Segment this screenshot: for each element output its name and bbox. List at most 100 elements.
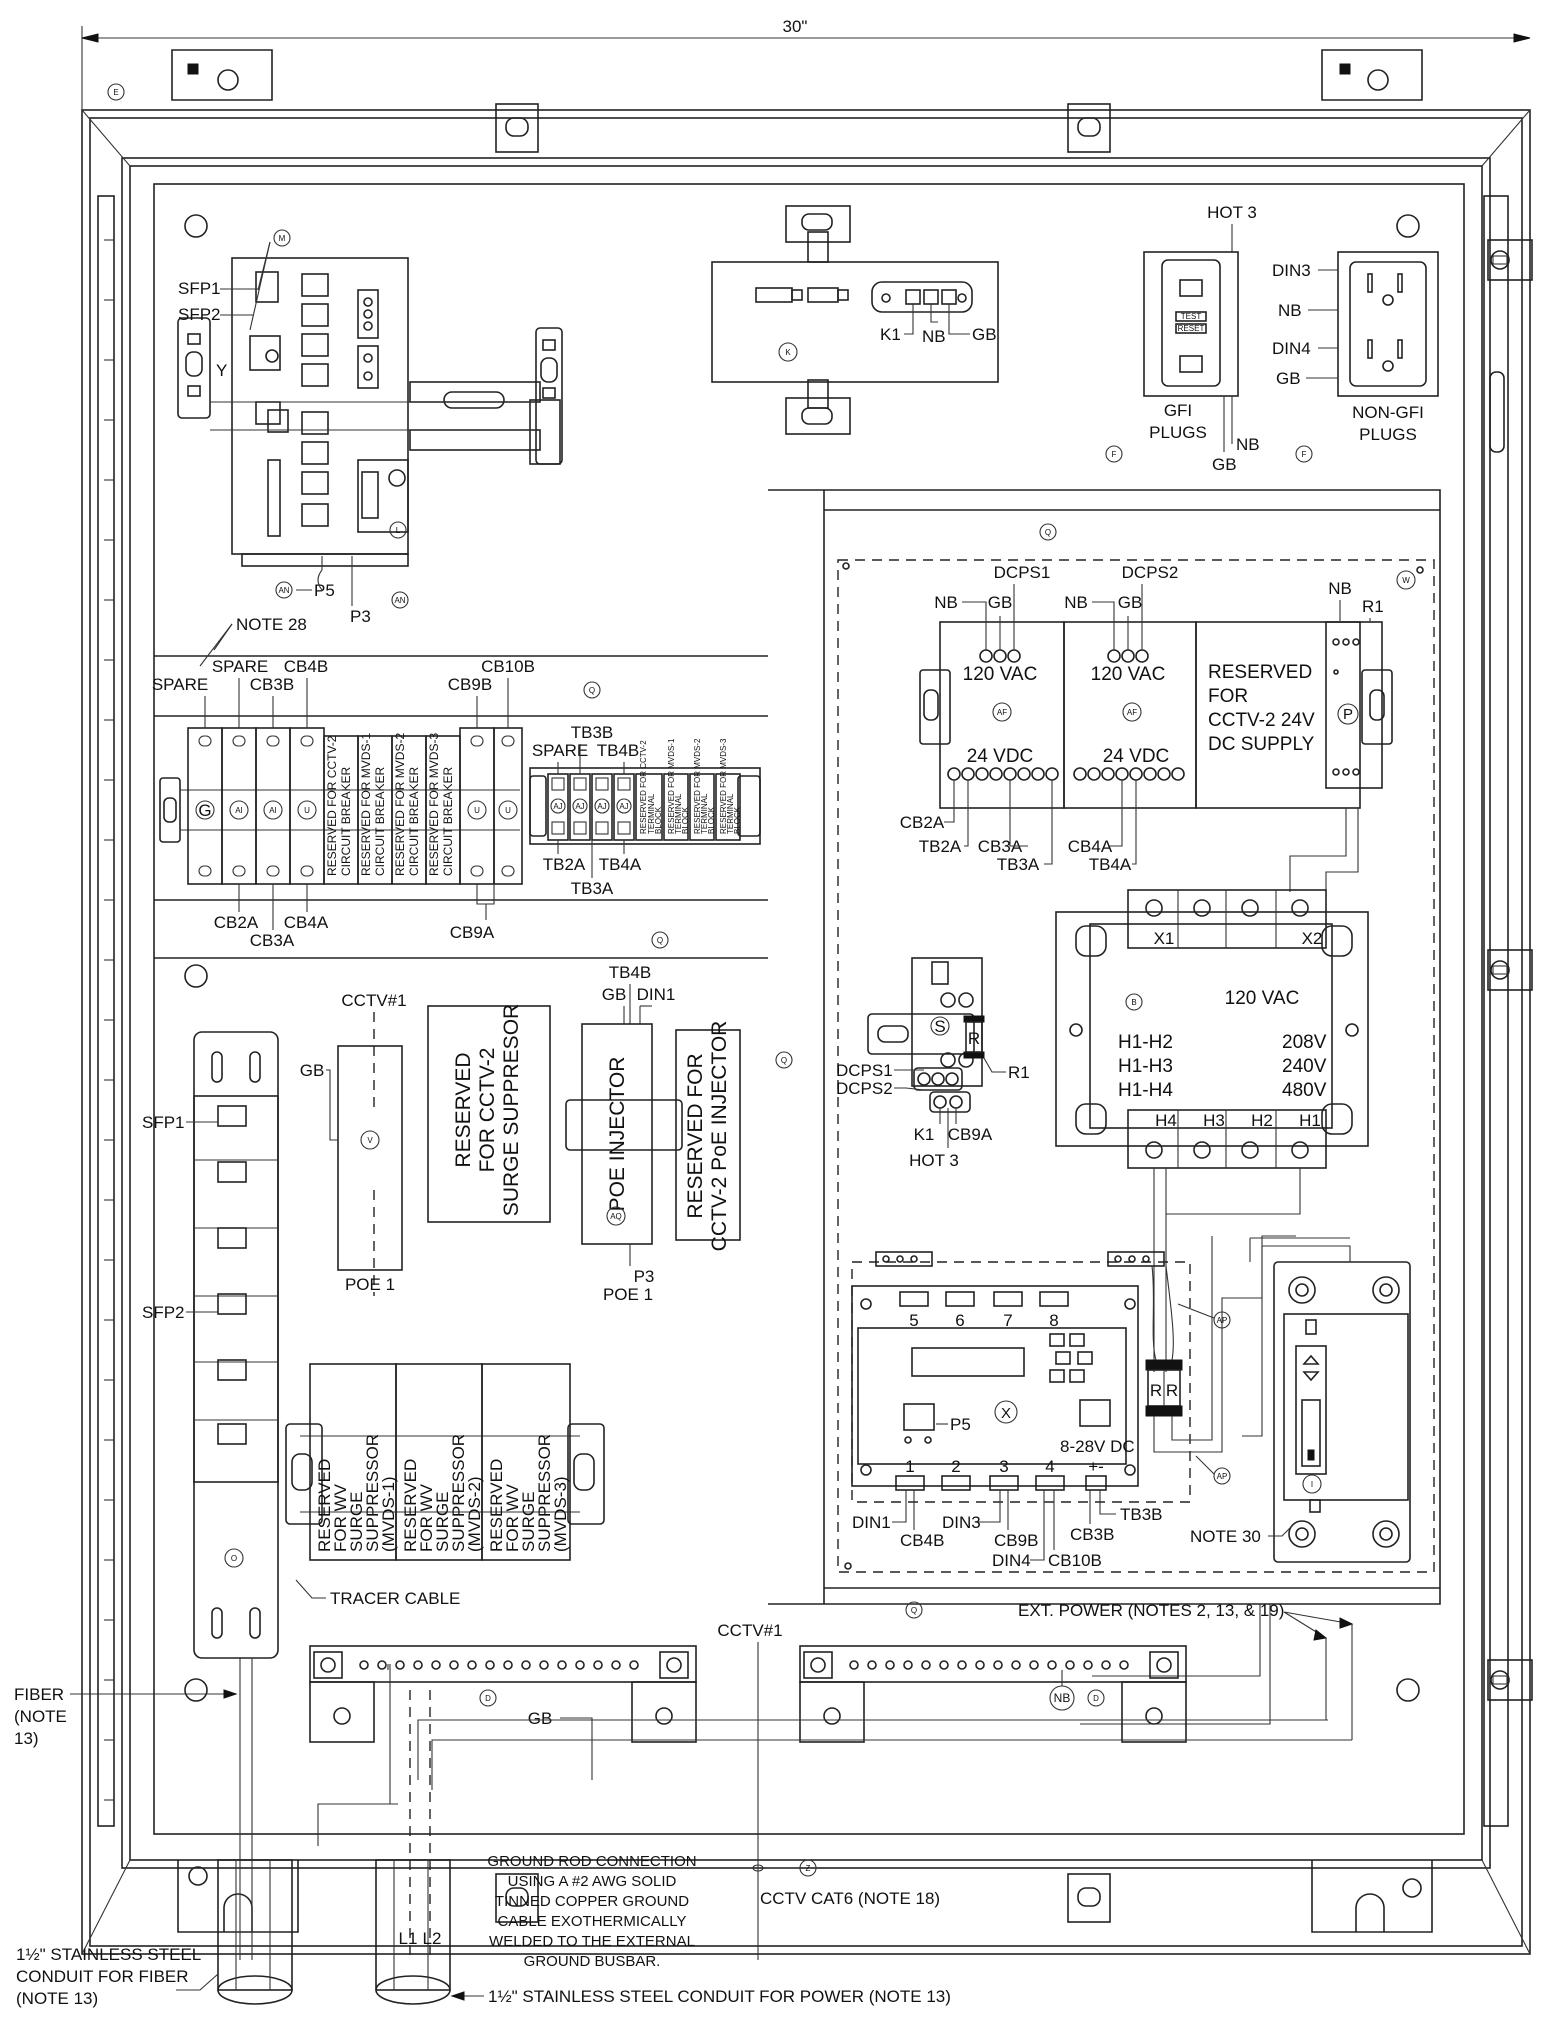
svg-text:CCTV CAT6 (NOTE 18): CCTV CAT6 (NOTE 18)	[760, 1889, 940, 1908]
svg-text:P5: P5	[950, 1415, 971, 1434]
svg-text:GB: GB	[300, 1061, 325, 1080]
svg-text:SFP2: SFP2	[142, 1303, 185, 1322]
svg-text:TB3B: TB3B	[571, 723, 614, 742]
nongfi-din4-label: DIN4	[1272, 339, 1311, 358]
svg-text:I: I	[1311, 1480, 1313, 1489]
conduit-notes: 1½" STAINLESS STEEL CONDUIT FOR FIBER (N…	[16, 1945, 951, 2008]
door-hinge	[97, 195, 115, 1827]
svg-text:AP: AP	[1217, 1472, 1228, 1481]
svg-text:P: P	[1343, 706, 1353, 723]
svg-text:TB3A: TB3A	[997, 855, 1040, 874]
svg-text:DCPS2: DCPS2	[836, 1079, 893, 1098]
svg-text:D: D	[1093, 1694, 1099, 1703]
relay-panel-k: K1 NB GB K	[711, 205, 999, 435]
terminal-block-row: AJ AJ AJ AJ RESERVED FOR CCTV-2 TERMINAL…	[529, 723, 761, 898]
dc-supplies: 120 VAC 120 VAC AF AF 24 VDC 24 VDC RESE…	[900, 563, 1393, 892]
svg-text:CCTV-2 24V: CCTV-2 24V	[1208, 710, 1315, 731]
svg-text:CIRCUIT BREAKER: CIRCUIT BREAKER	[441, 767, 455, 876]
svg-text:L2: L2	[423, 1929, 442, 1948]
svg-text:SPARE: SPARE	[532, 741, 588, 760]
svg-text:FOR: FOR	[1208, 686, 1248, 707]
svg-text:CABLE EXOTHERMICALLY: CABLE EXOTHERMICALLY	[498, 1913, 687, 1930]
svg-text:F: F	[1112, 450, 1117, 459]
svg-text:RESERVED FOR MVDS-1: RESERVED FOR MVDS-1	[667, 738, 676, 834]
backplate-holes	[184, 214, 1420, 1702]
svg-text:CB9A: CB9A	[948, 1125, 993, 1144]
svg-text:Q: Q	[911, 1606, 917, 1615]
svg-text:DIN4: DIN4	[992, 1551, 1031, 1570]
gfi-hot3-label: HOT 3	[1207, 203, 1257, 222]
svg-text:RESERVED FOR MVDS-1: RESERVED FOR MVDS-1	[359, 733, 373, 876]
svg-text:AJ: AJ	[553, 802, 562, 811]
fiber-note: FIBER (NOTE 13)	[14, 1685, 238, 1748]
svg-text:RESERVED: RESERVED	[487, 1459, 506, 1552]
svg-text:TINNED COPPER GROUND: TINNED COPPER GROUND	[495, 1893, 689, 1910]
width-dimension: 30"	[81, 17, 1531, 110]
svg-text:120 VAC: 120 VAC	[1091, 664, 1166, 685]
svg-text:CONDUIT FOR FIBER: CONDUIT FOR FIBER	[16, 1967, 189, 1986]
svg-text:CB9B: CB9B	[448, 675, 492, 694]
poe-injector: TB4B GB DIN1 POE INJECTOR AQ P3 POE 1 RE…	[565, 963, 741, 1304]
svg-text:SFP1: SFP1	[142, 1113, 185, 1132]
svg-text:3: 3	[999, 1457, 1008, 1476]
svg-text:208V: 208V	[1282, 1032, 1327, 1053]
svg-text:4: 4	[1045, 1457, 1054, 1476]
switch-p3-label: P3	[350, 607, 371, 626]
svg-text:DCPS2: DCPS2	[1122, 563, 1179, 582]
svg-text:B: B	[1131, 998, 1136, 1007]
svg-text:NB: NB	[1064, 593, 1088, 612]
svg-text:CB9B: CB9B	[994, 1531, 1038, 1550]
svg-text:SUPPRESSOR: SUPPRESSOR	[449, 1434, 468, 1552]
svg-text:FOR WV: FOR WV	[331, 1483, 350, 1552]
svg-text:(MVDS-1): (MVDS-1)	[379, 1476, 398, 1552]
fiber-patch-panel: SFP1 SFP2 O TRACER CABLE	[142, 1031, 460, 1659]
nongfi-din3-label: DIN3	[1272, 261, 1311, 280]
svg-text:S: S	[934, 1017, 945, 1036]
svg-text:USING A #2 AWG SOLID: USING A #2 AWG SOLID	[508, 1873, 677, 1890]
svg-text:Z: Z	[806, 1864, 811, 1873]
svg-text:AI: AI	[235, 806, 243, 815]
svg-text:DIN1: DIN1	[637, 985, 676, 1004]
nongfi-nb-label: NB	[1278, 301, 1302, 320]
svg-text:6: 6	[955, 1311, 964, 1330]
svg-text:BLOCK: BLOCK	[654, 806, 663, 834]
svg-text:AJ: AJ	[619, 802, 628, 811]
svg-text:TERMINAL: TERMINAL	[700, 793, 709, 834]
svg-text:TB3B: TB3B	[1120, 1505, 1163, 1524]
svg-text:RESERVED FOR CCTV-2: RESERVED FOR CCTV-2	[325, 735, 339, 876]
svg-text:R: R	[1166, 1381, 1178, 1400]
svg-text:RESERVED FOR MVDS-3: RESERVED FOR MVDS-3	[427, 733, 441, 876]
relay-k1-label: K1	[880, 325, 901, 344]
svg-text:CB3A: CB3A	[250, 931, 295, 950]
svg-text:CCTV#1: CCTV#1	[341, 991, 406, 1010]
svg-text:AQ: AQ	[610, 1212, 622, 1221]
svg-text:BLOCK: BLOCK	[681, 806, 690, 834]
svg-text:BLOCK: BLOCK	[733, 806, 742, 834]
svg-text:DCPS1: DCPS1	[836, 1061, 893, 1080]
svg-text:TB4B: TB4B	[597, 741, 640, 760]
callout-w	[1396, 570, 1416, 590]
ground-busbar-right: NB D	[799, 1645, 1187, 1743]
svg-text:DIN1: DIN1	[852, 1513, 891, 1532]
svg-text:RESERVED: RESERVED	[401, 1459, 420, 1552]
svg-text:AJ: AJ	[575, 802, 584, 811]
control-transformer: X1 X2 B 120 VAC H1-H2 208V H1-H3 240V H1…	[1055, 889, 1369, 1372]
svg-text:13): 13)	[14, 1729, 39, 1748]
svg-text:R1: R1	[1008, 1063, 1030, 1082]
svg-text:TEST: TEST	[1181, 312, 1202, 321]
svg-text:K1: K1	[914, 1125, 935, 1144]
svg-text:TERMINAL: TERMINAL	[674, 793, 683, 834]
svg-text:TRACER CABLE: TRACER CABLE	[330, 1589, 460, 1608]
callout-e: E	[107, 83, 125, 101]
svg-text:1½" STAINLESS STEEL CONDUIT FO: 1½" STAINLESS STEEL CONDUIT FOR POWER (N…	[488, 1987, 951, 2006]
svg-text:2: 2	[951, 1457, 960, 1476]
svg-text:GB: GB	[602, 985, 627, 1004]
svg-text:R: R	[968, 1029, 980, 1048]
gfi-label-1: GFI	[1164, 401, 1192, 420]
svg-text:H1: H1	[1299, 1111, 1321, 1130]
svg-text:DC SUPPLY: DC SUPPLY	[1208, 734, 1315, 755]
svg-text:U: U	[474, 806, 480, 815]
svg-text:POE 1: POE 1	[603, 1285, 653, 1304]
svg-text:H1-H2: H1-H2	[1118, 1032, 1173, 1053]
svg-text:E: E	[113, 88, 118, 97]
